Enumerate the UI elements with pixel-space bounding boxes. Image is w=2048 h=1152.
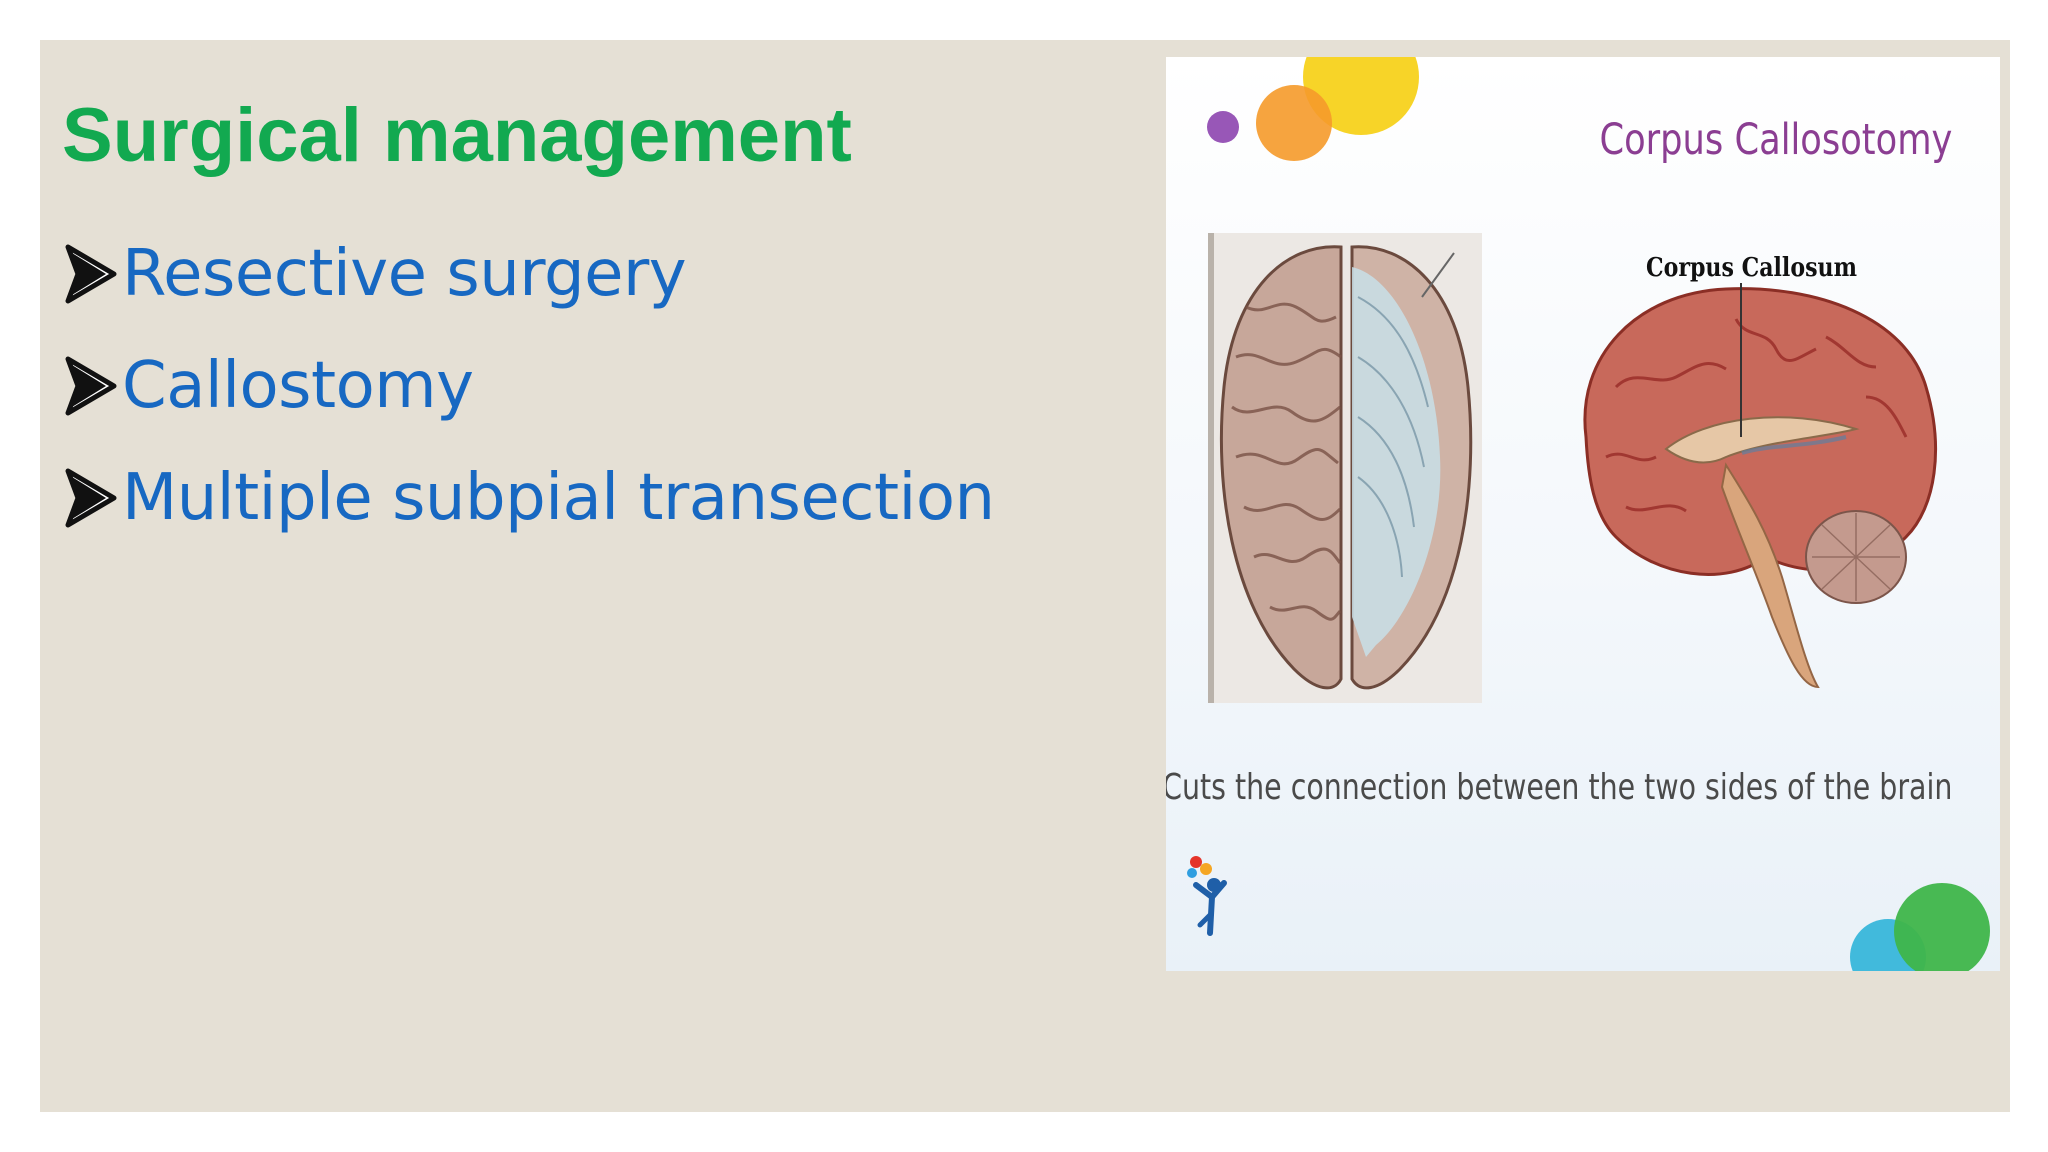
brain-top-view-icon	[1208, 233, 1482, 703]
figure-caption: Cuts the connection between the two side…	[1166, 767, 1952, 808]
slide-title: Surgical management	[62, 93, 852, 178]
decorative-circle-icon	[1256, 85, 1332, 161]
person-logo-icon	[1187, 856, 1227, 936]
arrow-bullet-icon	[65, 244, 117, 304]
brain-sagittal-view-icon	[1583, 283, 1937, 689]
arrow-bullet-icon	[65, 468, 117, 528]
figure-title: Corpus Callosotomy	[1599, 115, 1952, 165]
list-item: Callostomy	[62, 330, 995, 442]
decorative-circle-icon	[1894, 883, 1990, 971]
figure-artwork	[1187, 57, 1990, 971]
bullet-text: Multiple subpial transection	[122, 461, 995, 535]
bullet-text: Callostomy	[122, 349, 474, 423]
bullet-text: Resective surgery	[122, 237, 687, 311]
corpus-callosotomy-figure: Corpus Callosotomy Corpus Callosum Cuts …	[1166, 57, 2000, 971]
arrow-bullet-icon	[65, 356, 117, 416]
corpus-callosum-label: Corpus Callosum	[1646, 253, 1857, 283]
decorative-circle-icon	[1207, 111, 1239, 143]
list-item: Resective surgery	[62, 218, 995, 330]
slide: Surgical management Resective surgery Ca…	[40, 40, 2010, 1112]
list-item: Multiple subpial transection	[62, 442, 995, 554]
decorative-circle-icon	[1303, 57, 1419, 135]
bullet-list: Resective surgery Callostomy Multiple su…	[62, 218, 995, 554]
